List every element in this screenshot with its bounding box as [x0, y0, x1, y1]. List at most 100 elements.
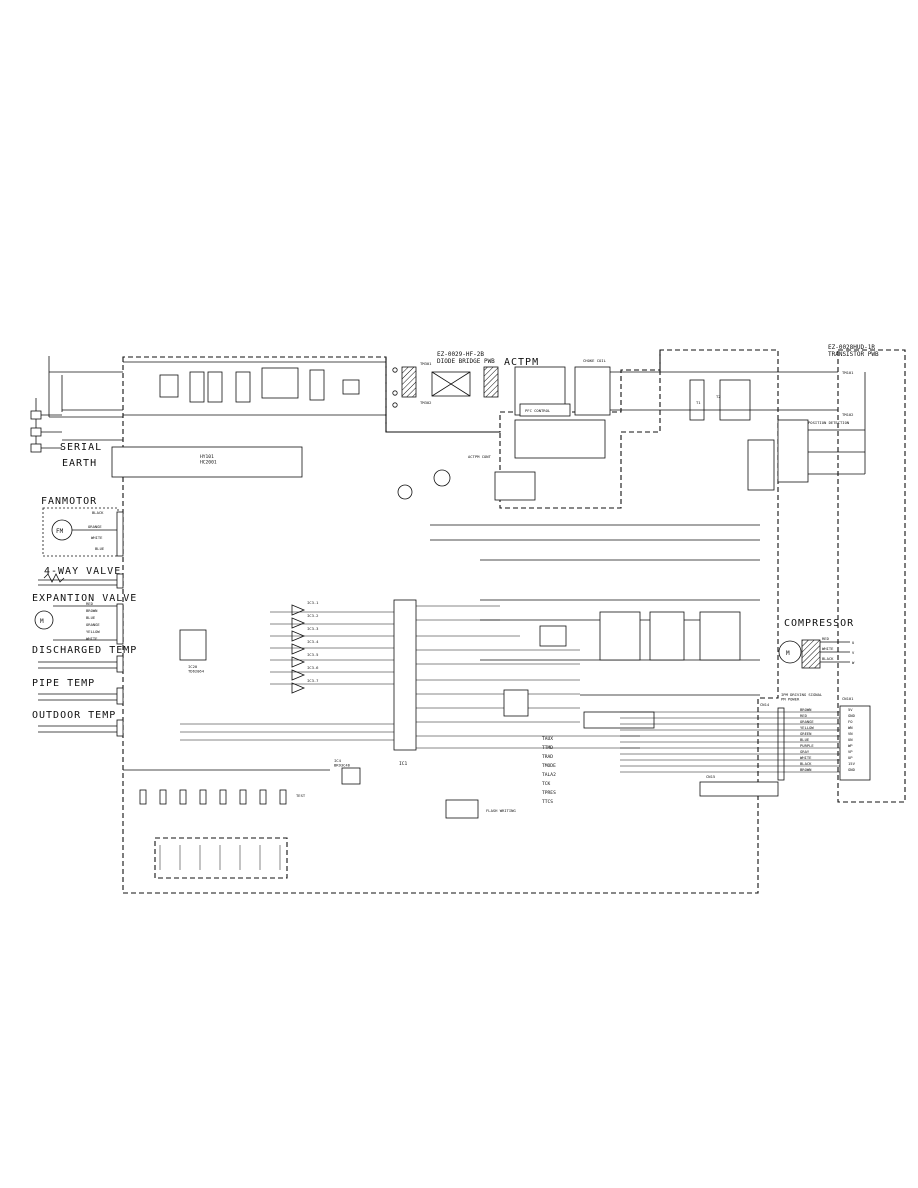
note-t1: T1: [696, 400, 701, 405]
cpu-signal-7: TPRES: [542, 790, 556, 796]
label-discharged-temp: DISCHARGED TEMP: [32, 645, 137, 656]
label-serial: SERIAL: [60, 442, 102, 453]
pfc-control-box: [519, 403, 571, 417]
valve-motor-symbol: M: [40, 618, 44, 625]
ipm-wire-3: ORANGE: [800, 719, 814, 724]
cpu-signal-6: TCK: [542, 781, 551, 787]
label-actpm: ACTPM: [504, 357, 539, 368]
ipm-wire-7: PURPLE: [800, 743, 814, 748]
analog-section: [430, 524, 760, 729]
valve-wire-2: BROWN: [86, 608, 98, 613]
fan-wire-4: BLUE: [95, 546, 105, 551]
note-cn15: CN15: [706, 774, 715, 779]
ipm-wire-5: GREEN: [800, 731, 812, 736]
label-outdoor-temp: OUTDOOR TEMP: [32, 710, 116, 721]
note-position-detection: POSITION DETECTION: [808, 420, 850, 425]
ic1-cpu-box: [393, 599, 417, 751]
note-actpm-cont: ACTPM CONT: [468, 454, 492, 459]
ipm-wire-6: BLUE: [800, 737, 810, 742]
cpu-signal-5: TALA2: [542, 772, 556, 778]
cpu-signal-1: TAUX: [542, 736, 553, 742]
ic3-ch5: IC3-5: [307, 652, 318, 657]
valve-wire-6: WHITE: [86, 636, 98, 641]
cpu-signal-4: TMODE: [542, 763, 556, 769]
ipm-wire-1: BROWN: [800, 707, 812, 712]
fan-motor-group: FM BLACK ORANGE WHITE BLUE: [42, 507, 124, 557]
temp-sensors: [38, 655, 124, 737]
ipm-sig-9: UP: [848, 755, 853, 760]
fan-wire-3: WHITE: [91, 535, 103, 540]
ic20-driver-box: [179, 629, 207, 661]
ic3-ch2: IC3-2: [307, 613, 318, 618]
ipm-wire-8: GRAY: [800, 749, 810, 754]
terminal-tm301: TM301: [420, 361, 432, 366]
board-outlines: [122, 349, 906, 894]
expansion-valve-group: M RED BROWN BLUE ORANGE YELLOW WHITE: [34, 601, 124, 645]
valve-wire-3: BLUE: [86, 615, 96, 620]
terminal-tm102: TM102: [842, 412, 853, 417]
eeprom-box: [341, 767, 361, 785]
compressor-group: M RED WHITE BLACK U V W: [778, 636, 855, 669]
left-wiring: [30, 356, 123, 453]
note-cn14: CN14: [760, 702, 770, 707]
compressor-motor-symbol: M: [786, 650, 790, 657]
note-flash-writing: FLASH WRITING: [486, 808, 516, 813]
ic3-buffers: [291, 604, 306, 694]
ipm-wire-10: BLACK: [800, 761, 812, 766]
note-test: TEST: [296, 793, 306, 798]
fan-motor-symbol: FM: [56, 528, 64, 535]
annotations: ACTPM CONT POSITION DETECTION FLASH WRIT…: [296, 358, 854, 813]
fan-wire-2: ORANGE: [88, 524, 102, 529]
power-section: [610, 371, 866, 491]
comp-wire-1: RED: [822, 636, 830, 641]
note-choke-coil: CHOKE COIL: [583, 358, 607, 363]
cpu-signal-8: TTCS: [542, 799, 553, 805]
bottom-resistor-bank: [123, 769, 479, 870]
cpu-signal-labels: TAUX TTMD TRAD TMODE TALA2 TCK TPRES TTC…: [542, 736, 556, 805]
label-4way-valve: 4-WAY VALVE: [44, 566, 121, 577]
four-way-valve-group: [38, 573, 124, 589]
ipm-sig-6: UN: [848, 737, 853, 742]
ic3-ch4: IC3-4: [307, 639, 319, 644]
valve-wire-4: ORANGE: [86, 622, 100, 627]
label-earth: EARTH: [62, 458, 97, 469]
ipm-sig-2: GND: [848, 713, 856, 718]
ipm-wire-2: RED: [800, 713, 808, 718]
ic1-label: IC1: [399, 761, 408, 767]
note-t2: T2: [716, 394, 721, 399]
cpu-signal-3: TRAD: [542, 754, 553, 760]
ipm-sig-4: WN: [848, 725, 853, 730]
ic3-ch7: IC3-7: [307, 678, 318, 683]
actpm-section: PFC CONTROL: [397, 366, 611, 501]
comp-wire-2: WHITE: [822, 646, 834, 651]
ipm-sig-5: VN: [848, 731, 853, 736]
ic3-ch3: IC3-3: [307, 626, 318, 631]
valve-wire-5: YELLOW: [86, 629, 100, 634]
ipm-sig-1: 5V: [848, 707, 853, 712]
cpu-signal-2: TTMD: [542, 745, 553, 751]
comp-wire-3: BLACK: [822, 656, 834, 661]
hybrid-ic-box: [111, 446, 303, 478]
label-fanmotor: FANMOTOR: [41, 496, 97, 507]
label-pipe-temp: PIPE TEMP: [32, 678, 95, 689]
terminal-tm302: TM302: [420, 400, 431, 405]
ipm-wire-4: YELLOW: [800, 725, 814, 730]
ipm-sig-8: VP: [848, 749, 853, 754]
pfc-control-label: PFC CONTROL: [525, 408, 551, 413]
ic3-ch6: IC3-6: [307, 665, 319, 670]
fan-wire-1: BLACK: [92, 510, 104, 515]
ipm-sig-11: GND: [848, 767, 856, 772]
label-expantion-valve: EXPANTION VALVE: [32, 593, 137, 604]
terminal-w: W: [852, 660, 855, 665]
ipm-wire-9: WHITE: [800, 755, 812, 760]
terminal-v: V: [852, 650, 855, 655]
ic3-ch1: IC3-1: [307, 600, 319, 605]
ipm-wire-11: BROWN: [800, 767, 812, 772]
